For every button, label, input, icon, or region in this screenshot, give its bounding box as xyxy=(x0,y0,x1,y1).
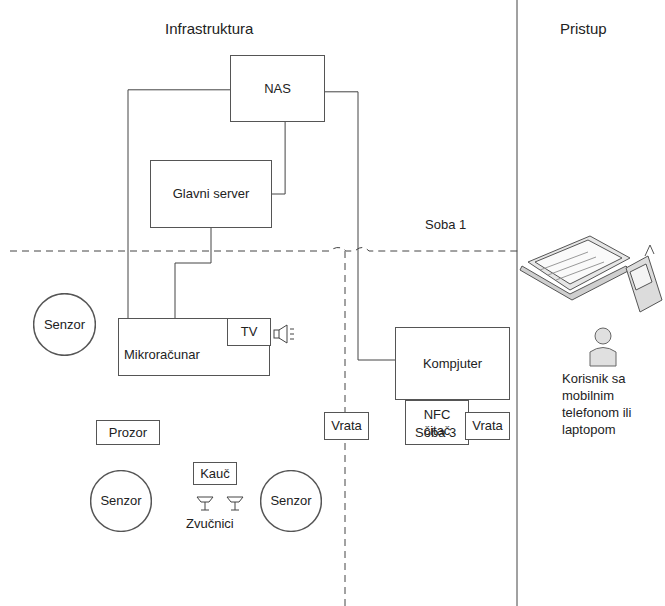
window-box: Prozor xyxy=(96,420,160,445)
node-label: Glavni server xyxy=(170,186,253,202)
connector-line xyxy=(175,228,211,318)
door-box: Vrata xyxy=(324,412,369,440)
connector-line xyxy=(272,122,285,194)
node-label: Prozor xyxy=(106,425,150,441)
zone-divider xyxy=(517,0,518,606)
speaker-symbol xyxy=(197,497,243,510)
node-label: Senzor xyxy=(97,493,144,509)
tv-box: TV xyxy=(227,318,271,346)
node-label: Vrata xyxy=(328,418,365,434)
computer-box: Kompjuter xyxy=(395,327,510,400)
node-label: Kompjuter xyxy=(420,356,485,372)
connector-line xyxy=(325,92,395,360)
room-label: Soba 1 xyxy=(425,216,466,233)
laptop-icon xyxy=(520,236,630,300)
node-label: Kauč xyxy=(197,466,233,482)
user-label: Korisnik sa mobilnim telefonom ili lapto… xyxy=(562,370,661,438)
connector xyxy=(272,122,285,194)
person-icon xyxy=(590,328,616,366)
phone-icon xyxy=(626,245,662,312)
node-label: Senzor xyxy=(41,317,88,333)
tv-speaker-symbol xyxy=(274,325,294,343)
storage-box: NAS xyxy=(230,55,325,122)
room-boundary xyxy=(10,248,520,252)
couch-box: Kauč xyxy=(193,462,237,485)
sensor-circle: Senzor xyxy=(33,293,96,356)
server-box: Glavni server xyxy=(150,160,272,228)
node-label: NAS xyxy=(261,81,294,97)
door-box: Vrata xyxy=(465,412,510,440)
sensor-circle: Senzor xyxy=(260,470,322,532)
node-label: Mikroračunar xyxy=(121,347,203,363)
sensor-circle: Senzor xyxy=(90,470,152,532)
node-label: Vrata xyxy=(469,418,506,434)
zone-heading: Infrastruktura xyxy=(165,20,253,37)
node-label: Senzor xyxy=(267,493,314,509)
computer-box: Mikroračunar TV xyxy=(118,318,270,376)
zone-heading: Pristup xyxy=(560,20,607,37)
connector xyxy=(325,92,395,360)
room-label: Soba 3 xyxy=(415,424,456,441)
speaker-label: Zvučnici xyxy=(186,515,234,532)
connector xyxy=(175,228,211,318)
node-label: TV xyxy=(238,324,261,340)
